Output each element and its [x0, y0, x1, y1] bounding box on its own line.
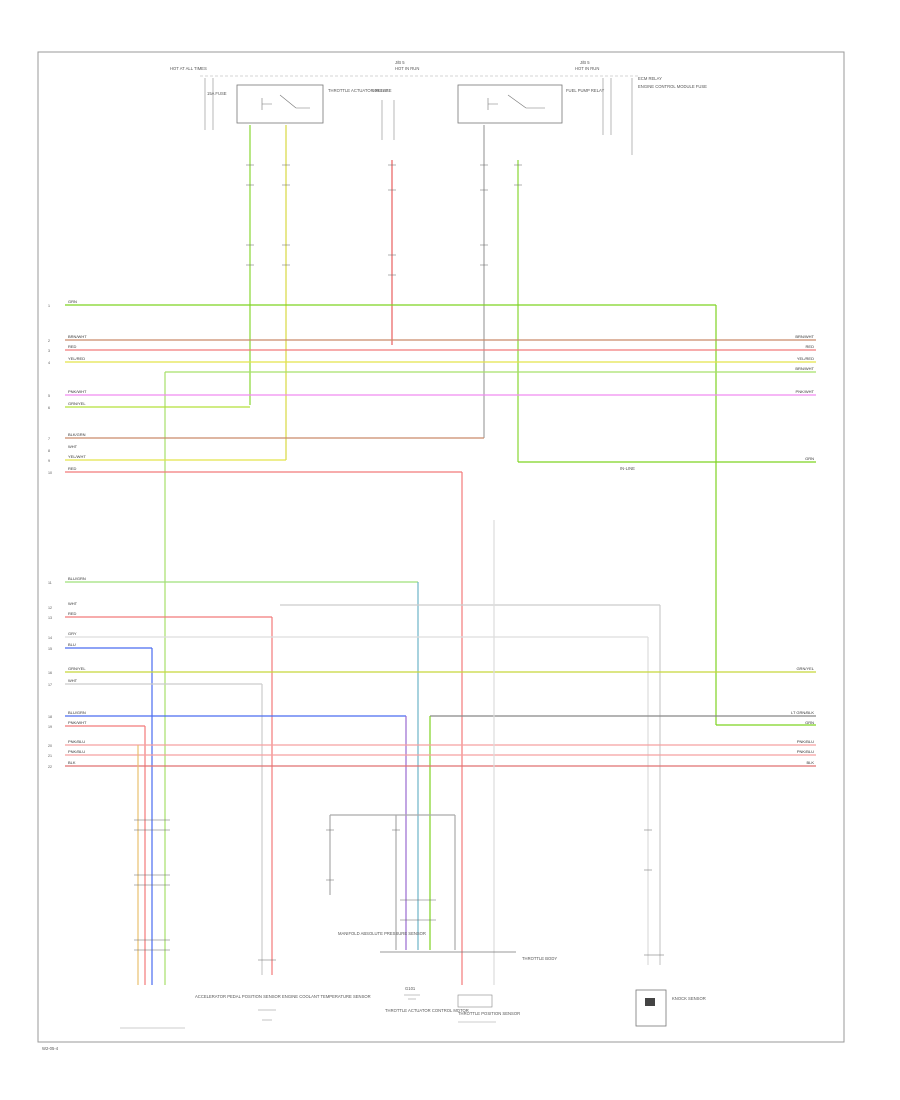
- wire-label-left-16: GRN/YEL: [68, 666, 86, 671]
- left-pin-1: 1: [48, 304, 50, 308]
- left-pin-22: 22: [48, 765, 52, 769]
- label-relay-1: THROTTLE ACTUATOR RELAY: [328, 88, 388, 93]
- label-hot-at-all-times: HOT AT ALL TIMES: [170, 66, 207, 71]
- left-pin-13: 13: [48, 616, 52, 620]
- left-pin-6: 6: [48, 406, 50, 410]
- wire-label-left-19: PNK/WHT: [68, 720, 87, 725]
- left-pin-3: 3: [48, 349, 50, 353]
- wire-label-right-11: PNK/BLU: [797, 749, 814, 754]
- right-wire-labels: BRN/WHT RED YEL/RED BRN/WHT PNK/WHT GRN …: [791, 334, 815, 765]
- wire-label-left-7: BLK/GRN: [68, 432, 86, 437]
- wire-label-right-1: BRN/WHT: [795, 334, 814, 339]
- bottom-components: [120, 951, 667, 1029]
- left-pin-9: 9: [48, 459, 50, 463]
- relay-1: THROTTLE ACTUATOR RELAY: [236, 84, 388, 124]
- label-knock-sensor: KNOCK SENSOR: [672, 996, 706, 1001]
- wire-label-left-9: YEL/WHT: [68, 454, 86, 459]
- left-pin-16: 16: [48, 671, 52, 675]
- wire-label-left-8: WHT: [68, 444, 78, 449]
- left-pin-10: 10: [48, 471, 52, 475]
- left-pin-14: 14: [48, 636, 52, 640]
- left-pin-4: 4: [48, 361, 50, 365]
- wire-label-left-11: BLU/GRN: [68, 576, 86, 581]
- label-relay-2: FUEL PUMP RELAY: [566, 88, 605, 93]
- wire-label-right-8: LT GRN/BLK: [791, 710, 814, 715]
- wire-label-right-10: PNK/BLU: [797, 739, 814, 744]
- wire-label-left-5: PNK/WHT: [68, 389, 87, 394]
- left-pin-2: 2: [48, 339, 50, 343]
- connector-ticks: [246, 164, 522, 276]
- wire-label-left-2: BRN/WHT: [68, 334, 87, 339]
- wire-label-left-14: GRY: [68, 631, 77, 636]
- wire-label-right-7: GRN/YEL: [796, 666, 814, 671]
- footer-code: W2-05-4: [42, 1046, 59, 1051]
- left-pin-12: 12: [48, 606, 52, 610]
- left-pin-20: 20: [48, 744, 52, 748]
- knock-sensor-box: [635, 989, 667, 1027]
- label-accel-pedal: ACCELERATOR PEDAL POSITION SENSOR: [195, 994, 281, 999]
- wire-label-left-18: BLU/GRN: [68, 710, 86, 715]
- diagram-frame: [37, 51, 845, 1043]
- wire-label-left-17: WHT: [68, 678, 78, 683]
- label-fuse-2: 10A FUSE: [372, 88, 392, 93]
- knock-sensor-symbol: [645, 998, 655, 1006]
- label-hot-in-run-2: HOT IN RUN: [575, 66, 599, 71]
- bottom-connector-ticks: [134, 819, 664, 961]
- wire-label-left-15: BLU: [68, 642, 76, 647]
- label-throttle-body: THROTTLE BODY: [522, 956, 557, 961]
- label-junction-box-2: J/B 5: [580, 60, 590, 65]
- left-pin-11: 11: [48, 581, 52, 585]
- wire-label-left-21: PNK/BLU: [68, 749, 85, 754]
- upper-wire-bus: [65, 304, 816, 985]
- left-pin-17: 17: [48, 683, 52, 687]
- left-pin-numbers: 1 2 3 4 5 6 7 8 9 10 11 12 13 14 15 16 1…: [48, 304, 52, 769]
- wire-label-left-22: BLK: [68, 760, 76, 765]
- wire-label-right-9: GRN: [805, 720, 814, 725]
- left-wire-labels: GRN BRN/WHT RED YEL/RED PNK/WHT GRN/YEL …: [68, 299, 87, 765]
- left-pin-18: 18: [48, 715, 52, 719]
- left-pin-15: 15: [48, 647, 52, 651]
- wire-label-left-20: PNK/BLU: [68, 739, 85, 744]
- wire-label-left-3: RED: [68, 344, 77, 349]
- wire-label-right-4: BRN/WHT: [795, 366, 814, 371]
- wire-label-right-12: BLK: [806, 760, 814, 765]
- relay-2: FUEL PUMP RELAY: [457, 84, 605, 124]
- label-inline-ref: IN-LINE: [620, 466, 635, 471]
- fuse-3: ECM RELAY ENGINE CONTROL MODULE FUSE: [602, 76, 707, 155]
- fuse-1: 15A FUSE: [204, 78, 227, 130]
- label-throttle-position: THROTTLE POSITION SENSOR: [458, 1011, 520, 1016]
- left-pin-5: 5: [48, 394, 50, 398]
- top-vertical-drops: [249, 125, 519, 462]
- wire-label-left-1: GRN: [68, 299, 77, 304]
- label-relay-3: ECM RELAY: [638, 76, 662, 81]
- wire-label-right-3: YEL/RED: [797, 356, 814, 361]
- label-ground-ref: G101: [405, 986, 416, 991]
- wire-label-left-6: GRN/YEL: [68, 401, 86, 406]
- left-pin-8: 8: [48, 449, 50, 453]
- left-pin-21: 21: [48, 754, 52, 758]
- label-engine-coolant: ENGINE COOLANT TEMPERATURE SENSOR: [282, 994, 371, 999]
- label-fuse-1: 15A FUSE: [207, 91, 227, 96]
- label-right-note: ENGINE CONTROL MODULE FUSE: [638, 84, 707, 89]
- lower-wire-bus: [65, 520, 816, 985]
- wire-label-left-12: WHT: [68, 601, 78, 606]
- label-map-sensor: MANIFOLD ABSOLUTE PRESSURE SENSOR: [338, 931, 426, 936]
- wire-label-left-4: YEL/RED: [68, 356, 85, 361]
- wire-label-right-2: RED: [806, 344, 815, 349]
- wire-label-left-10: RED: [68, 466, 77, 471]
- label-throttle-motor: THROTTLE ACTUATOR CONTROL MOTOR: [385, 1008, 469, 1013]
- wire-label-right-5: PNK/WHT: [796, 389, 815, 394]
- label-junction-box-1: J/B 5: [395, 60, 405, 65]
- left-pin-7: 7: [48, 437, 50, 441]
- fuse-2: 10A FUSE: [372, 88, 395, 140]
- wire-label-right-6: GRN: [805, 456, 814, 461]
- label-hot-in-run-1: HOT IN RUN: [395, 66, 419, 71]
- left-pin-19: 19: [48, 725, 52, 729]
- wire-label-left-13: RED: [68, 611, 77, 616]
